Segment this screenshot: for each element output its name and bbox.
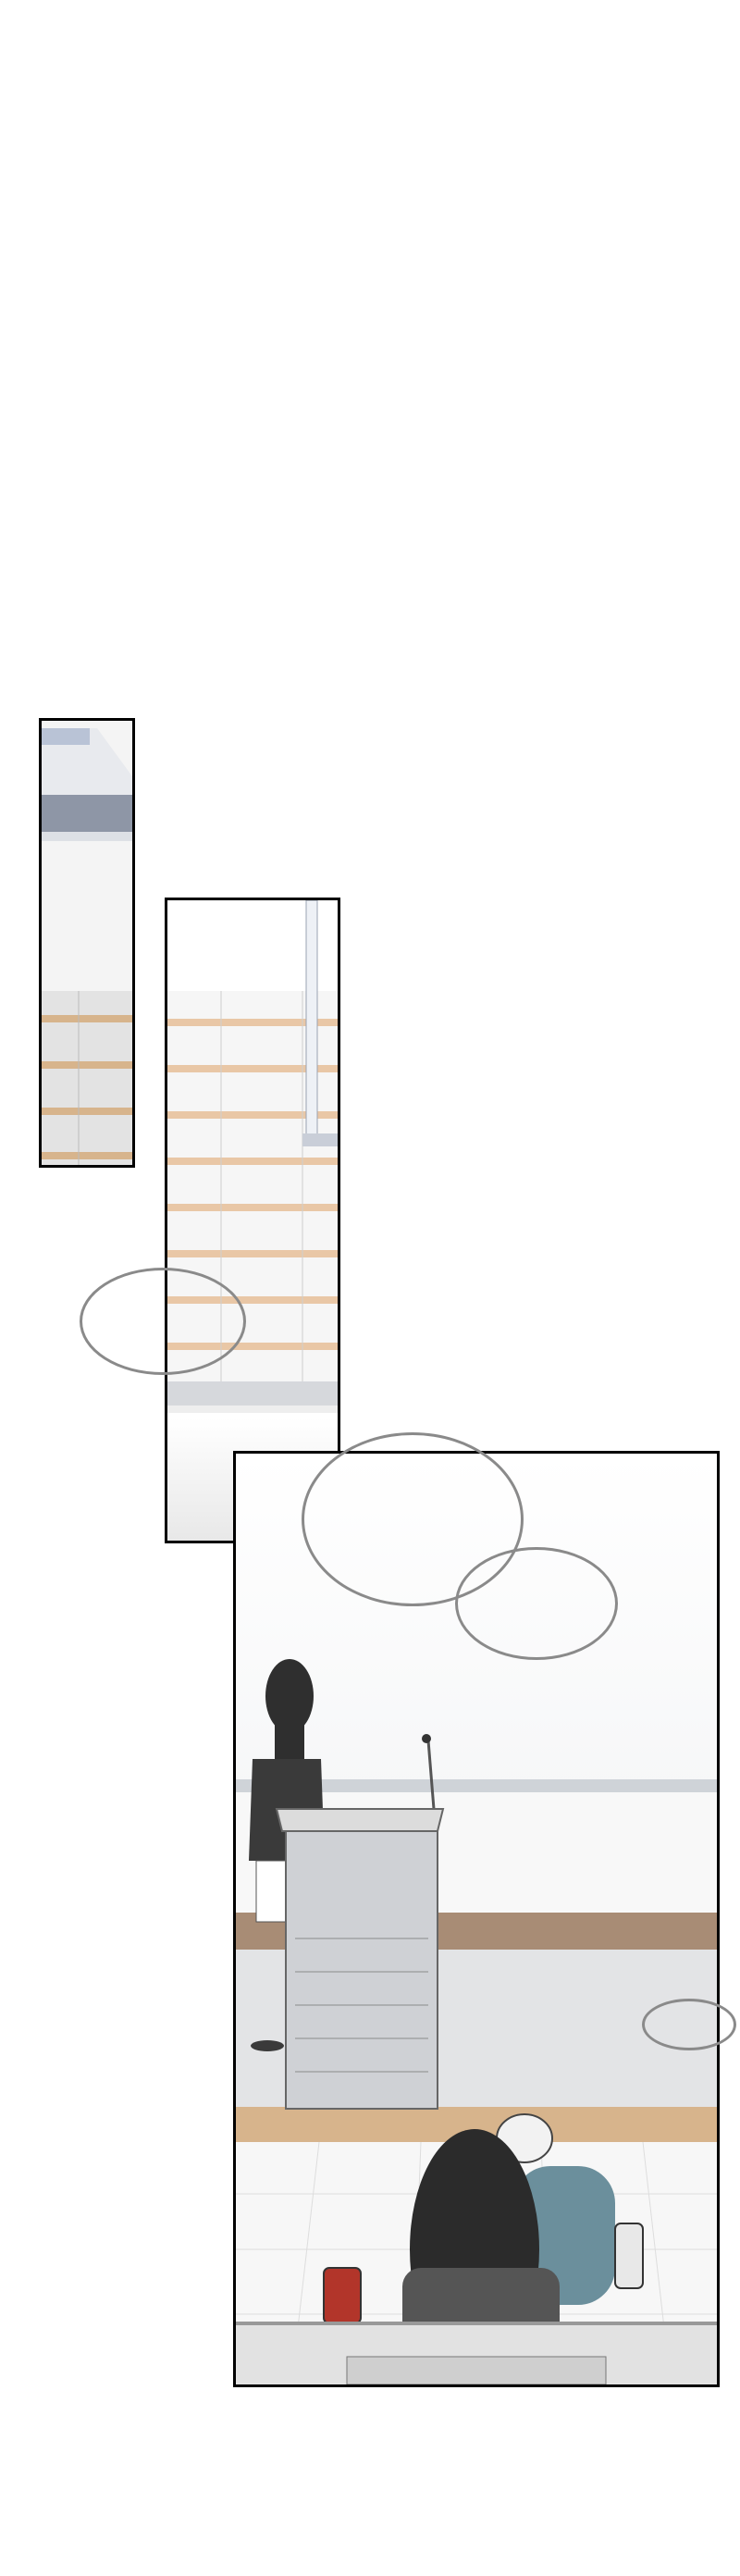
speech-bubble-small-right bbox=[642, 1999, 736, 2050]
panel-stairs-top-art bbox=[42, 721, 132, 1165]
white-cup bbox=[614, 2223, 644, 2289]
podium bbox=[275, 1734, 445, 2110]
speech-bubble-left bbox=[80, 1268, 246, 1375]
speech-bubble-large-tail bbox=[455, 1547, 618, 1660]
red-cup bbox=[323, 2267, 362, 2324]
panel-stairs-railing-art bbox=[167, 900, 338, 1541]
panel-stairs-railing bbox=[165, 898, 340, 1543]
speech-bubble-large bbox=[302, 1432, 524, 1606]
panel-stairs-top bbox=[39, 718, 135, 1168]
